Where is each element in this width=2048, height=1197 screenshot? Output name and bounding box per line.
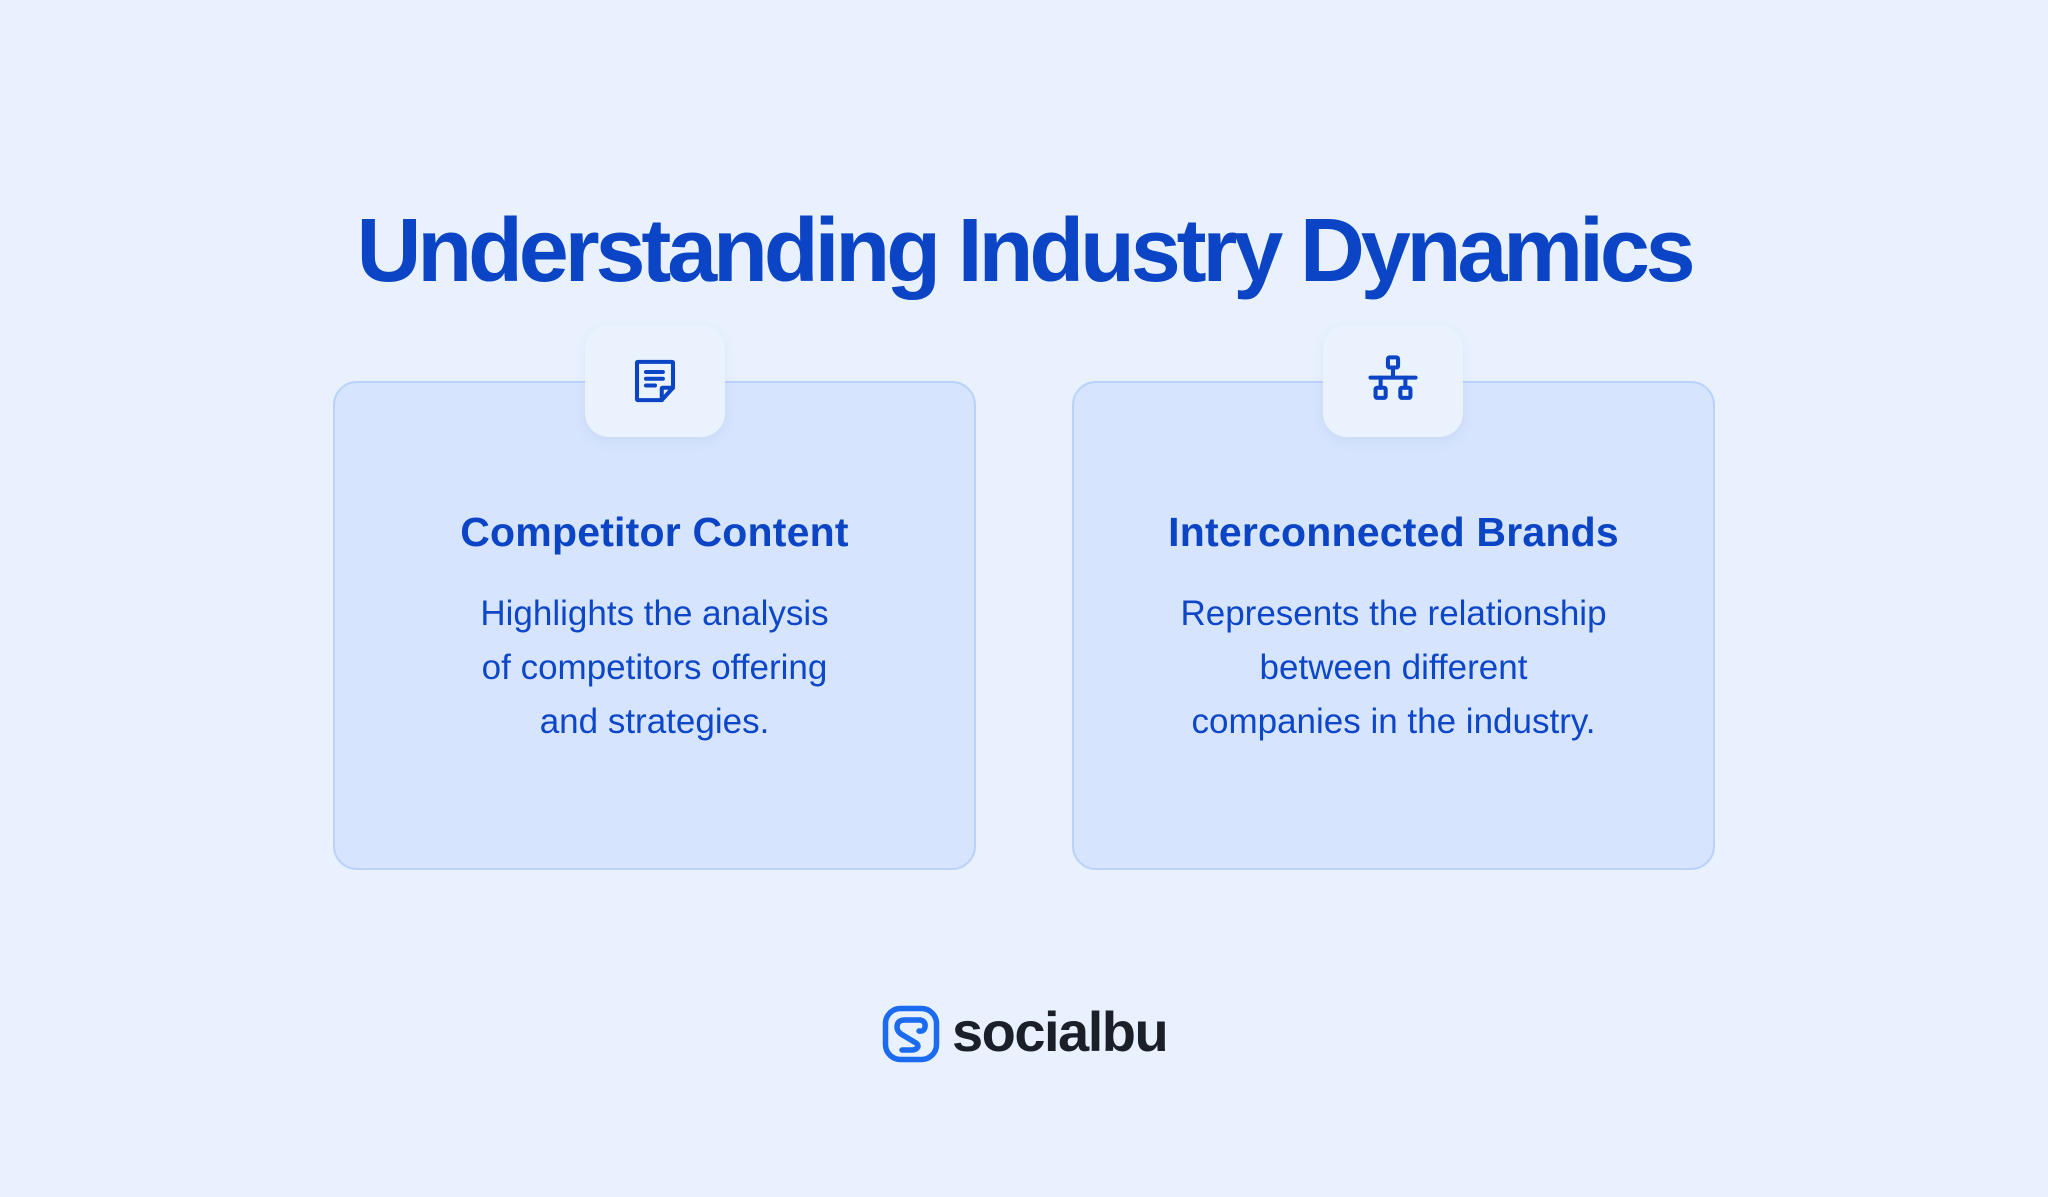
card-heading: Competitor Content [460, 509, 849, 555]
card-competitor-content: Competitor Content Highlights the analys… [333, 381, 976, 870]
card-description: Highlights the analysis of competitors o… [395, 587, 914, 749]
card-description-line: Represents the relationship [1180, 594, 1607, 633]
card-icon-badge [1323, 325, 1463, 437]
card-description-line: Highlights the analysis [480, 594, 829, 633]
card-heading: Interconnected Brands [1168, 509, 1619, 555]
network-hierarchy-icon [1368, 355, 1418, 400]
card-description-line: and strategies. [539, 702, 770, 741]
brand-logo: socialbu [882, 1000, 1169, 1064]
card-description-line: companies in the industry. [1191, 702, 1596, 741]
brand-name: socialbu [952, 1000, 1169, 1063]
note-document-icon [634, 359, 676, 403]
card-description: Represents the relationship between diff… [1134, 587, 1653, 749]
page-title: Understanding Industry Dynamics [356, 201, 1695, 302]
socialbu-logo-icon [882, 1005, 940, 1063]
card-interconnected-brands: Interconnected Brands Represents the rel… [1072, 381, 1715, 870]
card-description-line: between different [1259, 648, 1528, 687]
card-icon-badge [585, 325, 725, 437]
card-description-line: of competitors offering [481, 648, 828, 687]
